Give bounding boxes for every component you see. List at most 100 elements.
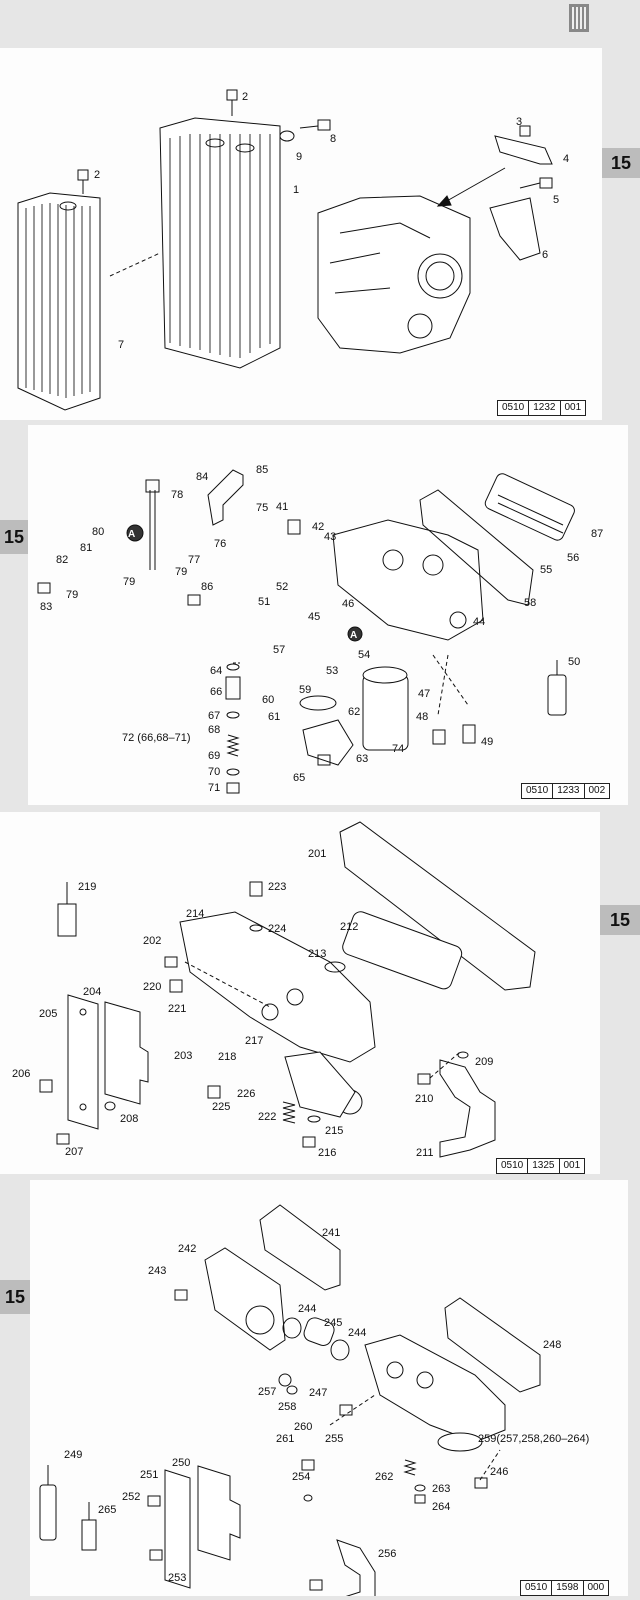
callout-75: 75	[256, 502, 268, 514]
callout-63: 63	[356, 753, 368, 765]
callout-252: 252	[122, 1491, 140, 1503]
radiator-engine-drawing: 1 2 2 3 4 5 6 7 8 9	[17, 89, 569, 411]
callout-62: 62	[348, 706, 360, 718]
callout-246: 246	[490, 1466, 508, 1478]
callout-48: 48	[416, 711, 428, 723]
section-tab-right-3: 15	[600, 905, 640, 935]
callout-203: 203	[174, 1050, 192, 1062]
callout-7: 7	[118, 339, 124, 351]
oil-cooler-drawing: 201 202 203 204 205 206 207 208 209 210 …	[12, 821, 536, 1159]
callout-56: 56	[567, 552, 579, 564]
callout-79c: 79	[175, 566, 187, 578]
callout-223: 223	[268, 881, 286, 893]
callout-65: 65	[293, 772, 305, 784]
callout-6: 6	[542, 249, 548, 261]
callout-259: 259(257,258,260–264)	[478, 1433, 589, 1445]
callout-207: 207	[65, 1146, 83, 1158]
callout-255: 255	[325, 1433, 343, 1445]
callout-54: 54	[358, 649, 370, 661]
callout-43: 43	[324, 531, 336, 543]
callout-222: 222	[258, 1111, 276, 1123]
callout-81: 81	[80, 542, 92, 554]
callout-53: 53	[326, 665, 338, 677]
callout-84: 84	[196, 471, 208, 483]
callout-206: 206	[12, 1068, 30, 1080]
callout-52: 52	[276, 581, 288, 593]
callout-254: 254	[292, 1471, 310, 1483]
section-tab-right-1: 15	[602, 148, 640, 178]
callout-79b: 79	[123, 576, 135, 588]
callout-205: 205	[39, 1008, 57, 1020]
callout-216: 216	[318, 1147, 336, 1159]
section-tab-left-2: 15	[0, 520, 28, 554]
callout-211: 211	[416, 1147, 434, 1159]
callout-264: 264	[432, 1501, 450, 1513]
callout-202: 202	[143, 935, 161, 947]
callout-2b: 2	[94, 169, 100, 181]
callout-70: 70	[208, 766, 220, 778]
callout-50: 50	[568, 656, 580, 668]
callout-217: 217	[245, 1035, 263, 1047]
callout-82: 82	[56, 554, 68, 566]
callout-41: 41	[276, 501, 288, 513]
callout-72: 72 (66,68–71)	[122, 732, 191, 744]
oil-housing-drawing: 241 242 243 244 244 245 246 247 248 249 …	[39, 1204, 589, 1596]
marker-a-1: A	[128, 529, 135, 540]
callout-253: 253	[168, 1572, 186, 1584]
diagram-panel-oil-housing: 241 242 243 244 244 245 246 247 248 249 …	[30, 1180, 628, 1596]
callout-261: 261	[276, 1433, 294, 1445]
callout-46: 46	[342, 598, 354, 610]
callout-9: 9	[296, 151, 302, 163]
callout-214: 214	[186, 908, 204, 920]
callout-225: 225	[212, 1101, 230, 1113]
callout-245: 245	[324, 1317, 342, 1329]
callout-215: 215	[325, 1125, 343, 1137]
callout-244a: 244	[298, 1303, 316, 1315]
marker-a-2: A	[350, 630, 357, 641]
callout-44: 44	[473, 616, 485, 628]
callout-78: 78	[171, 489, 183, 501]
callout-58: 58	[524, 597, 536, 609]
callout-86: 86	[201, 581, 213, 593]
callout-212: 212	[340, 921, 358, 933]
callout-224: 224	[268, 923, 286, 935]
callout-210: 210	[415, 1093, 433, 1105]
callout-60: 60	[262, 694, 274, 706]
callout-265: 265	[98, 1504, 116, 1516]
callout-68: 68	[208, 724, 220, 736]
callout-8: 8	[330, 133, 336, 145]
callout-69: 69	[208, 750, 220, 762]
callout-257: 257	[258, 1386, 276, 1398]
callout-256: 256	[378, 1548, 396, 1560]
callout-76: 76	[214, 538, 226, 550]
binder-icon	[569, 4, 589, 32]
callout-57: 57	[273, 644, 285, 656]
callout-80: 80	[92, 526, 104, 538]
callout-5: 5	[553, 194, 559, 206]
callout-59: 59	[299, 684, 311, 696]
callout-244b: 244	[348, 1327, 366, 1339]
callout-83: 83	[40, 601, 52, 613]
callout-85: 85	[256, 464, 268, 476]
callout-260: 260	[294, 1421, 312, 1433]
oil-filter-drawing: 41 42 43 44 45 46 47 48 49 50 51 52 53 5…	[37, 464, 603, 794]
callout-47: 47	[418, 688, 430, 700]
section-tab-left-4: 15	[0, 1280, 30, 1314]
callout-42: 42	[312, 521, 324, 533]
callout-218: 218	[218, 1051, 236, 1063]
callout-248: 248	[543, 1339, 561, 1351]
callout-208: 208	[120, 1113, 138, 1125]
callout-220: 220	[143, 981, 161, 993]
callout-77: 77	[188, 554, 200, 566]
callout-51: 51	[258, 596, 270, 608]
callout-87: 87	[591, 528, 603, 540]
callout-243: 243	[148, 1265, 166, 1277]
callout-55: 55	[540, 564, 552, 576]
callout-219: 219	[78, 881, 96, 893]
callout-213: 213	[308, 948, 326, 960]
callout-61: 61	[268, 711, 280, 723]
